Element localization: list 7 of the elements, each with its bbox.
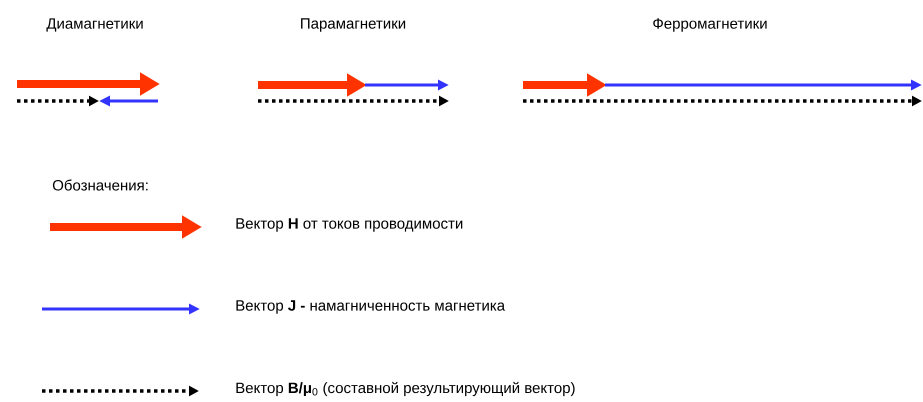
legend-text: Вектор H от токов проводимости <box>236 218 462 232</box>
section-heading: Ферромагнетики <box>653 18 767 32</box>
legend-heading: Обозначения: <box>52 179 148 191</box>
section-heading: Диамагнетики <box>46 18 143 32</box>
section-heading: Парамагнетики <box>301 18 406 32</box>
legend-text: Вектор J - намагниченность магнетика <box>236 300 506 314</box>
legend-text: Вектор B/μ$_{0}$ (составной результирующий вектор) <box>236 382 575 396</box>
